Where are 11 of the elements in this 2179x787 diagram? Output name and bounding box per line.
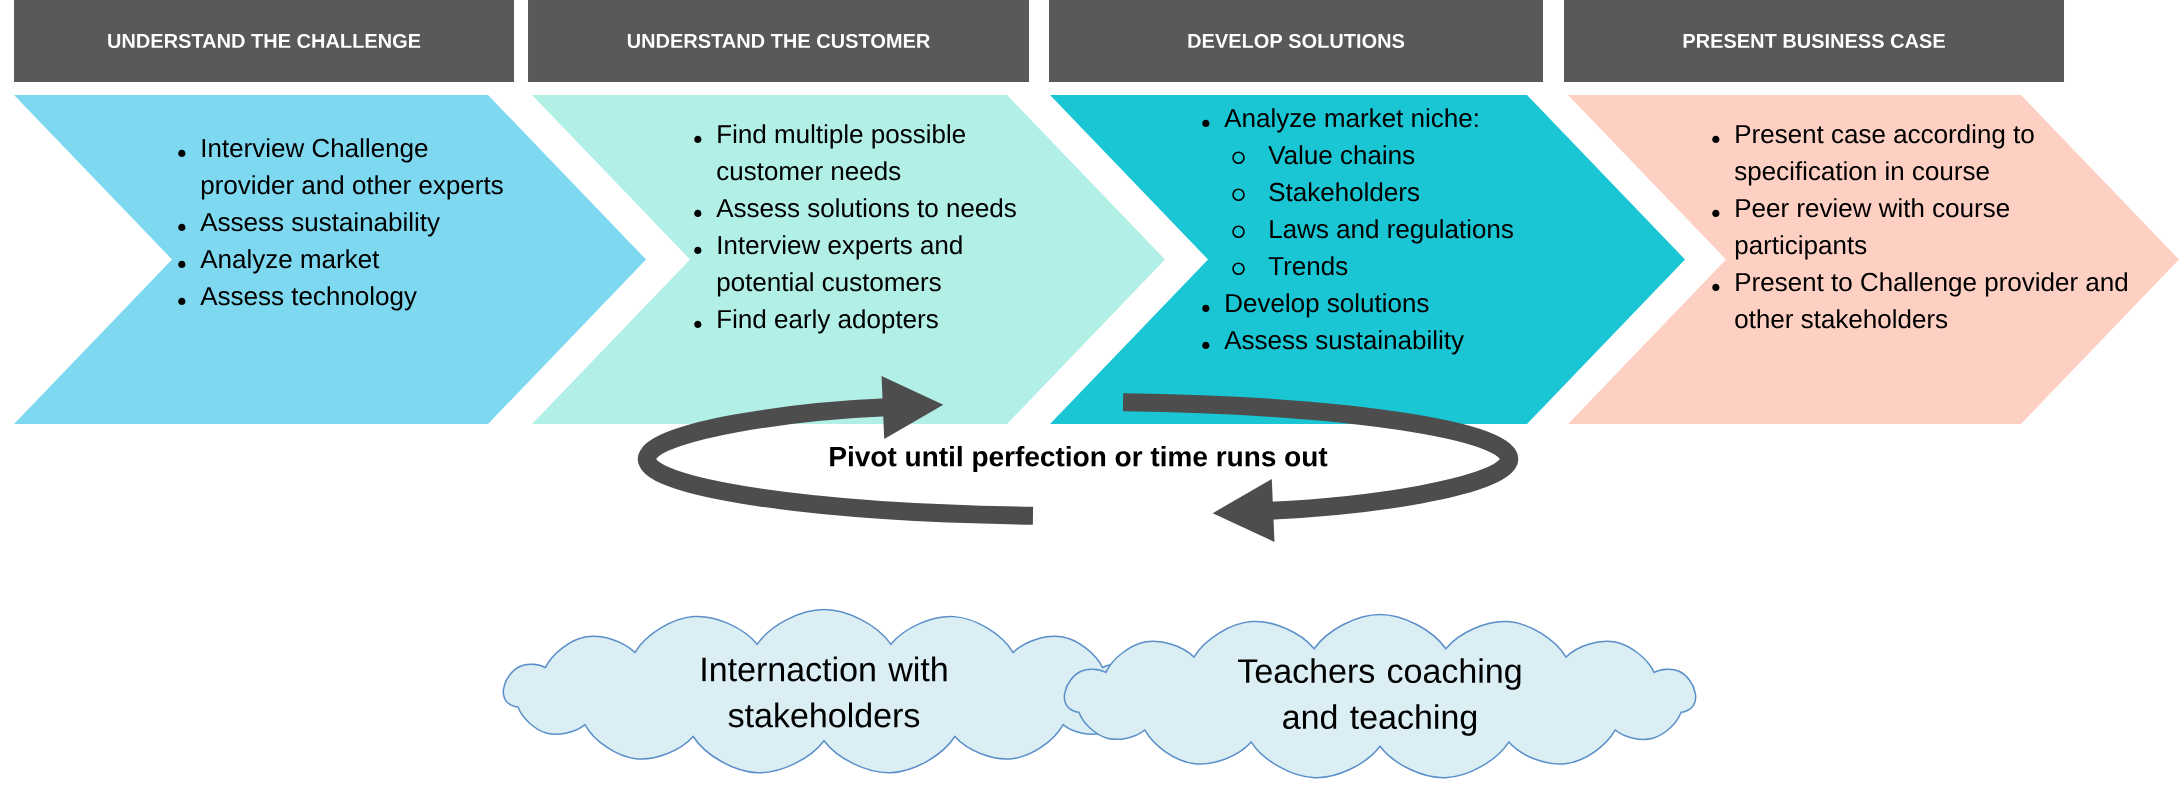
header-box: UNDERSTAND THE CHALLENGE xyxy=(14,0,514,82)
chevron-band: Interview Challenge provider and other experts Assess sustainability Analyze market Assess technology xyxy=(14,95,646,424)
chevron-band: Find multiple possible customer needs Assess solutions to needs Interview experts and potential customers Find early adopters xyxy=(532,95,1165,424)
header-box: PRESENT BUSINESS CASE xyxy=(1564,0,2064,82)
header-box: UNDERSTAND THE CUSTOMER xyxy=(528,0,1029,82)
chevron-band: Analyze market niche: Value chains Stakeholders Laws and regulations Trends Develop solutions Assess sustainability xyxy=(1050,95,1685,424)
cloud: Teachers coaching and teaching xyxy=(1063,613,1697,779)
header-box: DEVELOP SOLUTIONS xyxy=(1049,0,1543,82)
cloud: Internaction with stakeholders xyxy=(502,608,1146,774)
cycle-caption: Pivot until perfection or time runs out xyxy=(830,445,1328,473)
chevron-band: Present case according to specification in course Peer review with course participants Present to Challenge provider and other stakeholders xyxy=(1568,95,2179,424)
